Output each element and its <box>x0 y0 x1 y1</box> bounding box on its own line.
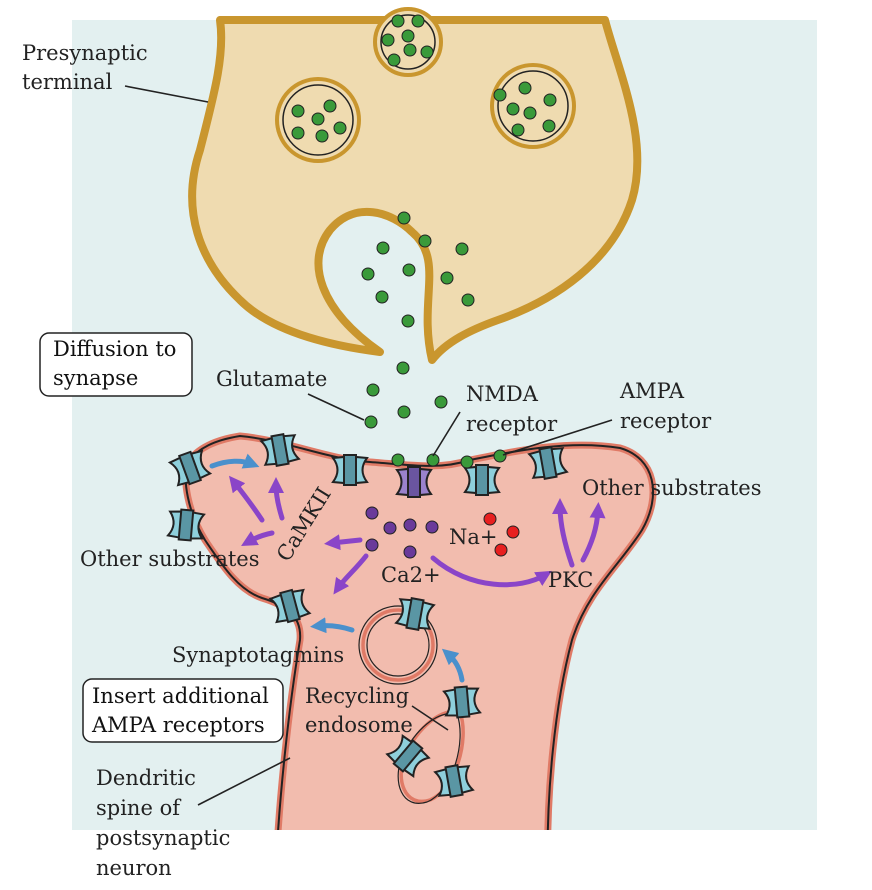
purple-arrows <box>229 475 606 595</box>
page-margin <box>0 830 872 890</box>
recycling-label-2: endosome <box>305 713 413 737</box>
presynaptic-label-2: terminal <box>22 70 113 94</box>
recycling-endosome <box>358 605 438 685</box>
ampa-receptor-icon <box>166 507 206 543</box>
dendritic-label-1: Dendritic <box>96 766 196 790</box>
dendritic-label-4: neuron <box>96 856 172 880</box>
insert-box <box>82 678 284 743</box>
pkc-label: PKC <box>548 568 593 592</box>
synaptotagmins-label: Synaptotagmins <box>172 643 344 667</box>
glutamate-label: Glutamate <box>216 367 327 391</box>
insert-label-1: Insert additional <box>92 684 269 708</box>
insert-label-2: AMPA receptors <box>91 713 265 737</box>
recycling-endosome-tubule <box>397 709 465 804</box>
dendritic-label-3: postsynaptic <box>96 826 230 850</box>
diffusion-label-1: Diffusion to <box>53 337 176 361</box>
blue-arrows <box>209 453 465 683</box>
ampa-label-2: receptor <box>620 409 712 433</box>
synaptic-vesicle <box>275 77 361 163</box>
presynaptic-label-1: Presynaptic <box>22 41 148 65</box>
synaptic-vesicle <box>490 63 576 149</box>
nmda-label-2: receptor <box>466 412 558 436</box>
recycling-label-1: Recycling <box>305 684 409 708</box>
nmda-receptor-icon <box>396 466 432 498</box>
diffusion-box <box>39 332 193 397</box>
dendritic-label-2: spine of <box>96 796 182 820</box>
calcium-label: Ca2+ <box>381 563 441 587</box>
ampa-receptor-icon <box>442 684 482 720</box>
synaptic-vesicle <box>373 7 443 77</box>
diffusion-label-2: synapse <box>53 366 138 390</box>
ampa-receptor-icon <box>464 464 500 496</box>
other-substrates-right-label: Other substrates <box>582 476 761 500</box>
other-substrates-left-label: Other substrates <box>80 547 259 571</box>
ampa-receptor-icon <box>332 454 368 486</box>
sodium-ions <box>483 512 520 557</box>
nmda-label-1: NMDA <box>466 382 539 406</box>
ampa-label-1: AMPA <box>619 379 685 403</box>
glutamate-molecules <box>361 211 475 429</box>
leader-lines <box>124 85 613 806</box>
bound-glutamate <box>391 449 507 469</box>
calcium-ions <box>365 506 439 559</box>
sodium-label: Na+ <box>449 525 498 549</box>
